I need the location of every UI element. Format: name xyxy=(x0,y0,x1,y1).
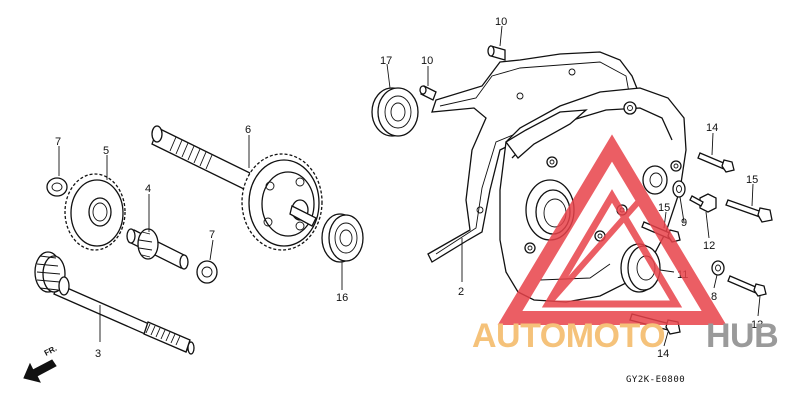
front-label: FR. xyxy=(43,344,59,358)
part-6-gear-shaft xyxy=(151,125,323,251)
label-part-10-top: 10 xyxy=(495,16,507,28)
label-part-12: 12 xyxy=(703,240,715,252)
part-17-bearing xyxy=(371,87,419,137)
part-10-dowel-pin-top xyxy=(487,45,506,61)
front-direction-indicator: FR. xyxy=(23,344,59,383)
label-part-6: 6 xyxy=(245,124,251,136)
part-16-bearing xyxy=(321,213,364,263)
label-part-7: 7 xyxy=(55,136,61,148)
part-8-washer xyxy=(711,260,725,276)
part-10-dowel-pin-left xyxy=(419,85,437,101)
watermark-text-automoto: AUTOMOTO xyxy=(472,317,665,355)
label-part-10-left: 10 xyxy=(421,55,433,67)
label-part-5: 5 xyxy=(103,145,109,157)
label-part-2: 2 xyxy=(458,286,464,298)
watermark-text-hub: HUB xyxy=(706,317,778,355)
part-14-bolt-upper xyxy=(697,152,735,173)
part-4-countershaft xyxy=(126,228,189,270)
triangle-logo-icon xyxy=(497,134,727,325)
label-part-16: 16 xyxy=(336,292,348,304)
part-12-bolt xyxy=(689,193,717,213)
label-part-4: 4 xyxy=(145,183,151,195)
label-part-17: 17 xyxy=(380,55,392,67)
label-part-15-middle: 15 xyxy=(658,202,670,214)
label-part-8: 8 xyxy=(711,291,717,303)
part-5-gear xyxy=(64,173,126,251)
label-part-14-lower: 14 xyxy=(657,348,669,360)
watermark-logo xyxy=(497,134,727,325)
label-part-13: 13 xyxy=(751,319,763,331)
label-part-7-right: 7 xyxy=(209,229,215,241)
front-arrow-icon xyxy=(23,359,57,383)
part-7-washer-right xyxy=(196,260,218,284)
part-13-bolt xyxy=(727,275,767,297)
part-3-drive-shaft xyxy=(34,251,195,355)
part-9-washer xyxy=(672,180,686,198)
leader-lines xyxy=(58,25,761,347)
part-7-washer-left xyxy=(46,177,68,197)
part-15-bolt-right xyxy=(725,199,773,223)
label-part-15-right: 15 xyxy=(746,174,758,186)
label-part-14-upper: 14 xyxy=(706,122,718,134)
label-part-9: 9 xyxy=(681,217,687,229)
figure-code: GY2K-E0800 xyxy=(626,375,685,385)
label-part-3: 3 xyxy=(95,348,101,360)
